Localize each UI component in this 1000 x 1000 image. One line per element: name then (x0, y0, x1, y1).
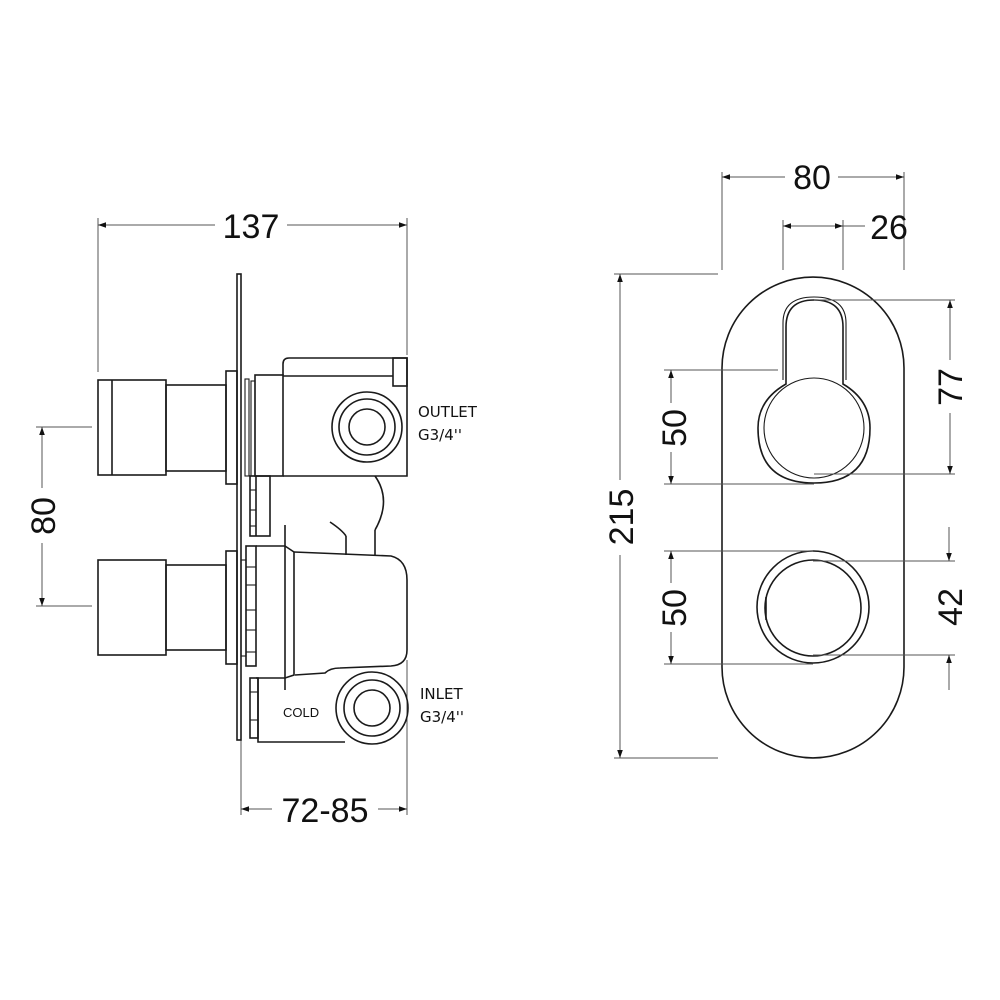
dim-text-80-top: 80 (793, 159, 831, 197)
lower-cartridge-side (240, 545, 257, 667)
dim-lower-handle-height (664, 550, 813, 665)
dim-text-50-lower: 50 (656, 589, 694, 627)
middle-connector (249, 475, 385, 690)
inlet-body (249, 545, 409, 745)
dim-upper-handle-height (664, 369, 814, 485)
dim-text-137: 137 (223, 208, 280, 246)
upper-cartridge-side (244, 374, 284, 477)
outlet-body (282, 357, 408, 477)
outlet-label: OUTLET (418, 403, 478, 421)
dim-lower-knob-diameter (813, 527, 955, 690)
cold-label: COLD (283, 705, 319, 720)
dim-text-80-left: 80 (25, 497, 63, 535)
dim-handle-offset (782, 220, 865, 270)
upper-handle-side (97, 370, 238, 485)
front-plate (721, 276, 905, 759)
dim-text-72-85: 72-85 (282, 792, 369, 830)
dim-text-26: 26 (870, 209, 908, 247)
dim-overall-depth (97, 218, 408, 372)
dim-wall-depth (240, 660, 408, 815)
dim-upper-lever-height (814, 299, 955, 475)
upper-lever-front (757, 296, 871, 484)
dim-handle-spacing (36, 426, 92, 607)
wall-plate (236, 273, 242, 741)
inlet-thread-label: G3/4'' (420, 708, 464, 726)
dim-text-42: 42 (932, 588, 970, 626)
dim-text-215: 215 (603, 489, 641, 546)
dim-text-50-upper: 50 (656, 409, 694, 447)
inlet-label: INLET (420, 685, 463, 703)
lower-handle-side (97, 550, 238, 665)
dim-text-77: 77 (932, 368, 970, 406)
front-view: 80 26 215 50 50 77 42 (603, 159, 970, 759)
outlet-thread-label: G3/4'' (418, 426, 462, 444)
side-view: OUTLET G3/4'' INLET G3/4'' COLD 137 72-8… (25, 208, 478, 830)
dim-plate-height (614, 273, 718, 759)
lower-knob-front (756, 550, 870, 664)
dim-plate-width (721, 172, 905, 270)
